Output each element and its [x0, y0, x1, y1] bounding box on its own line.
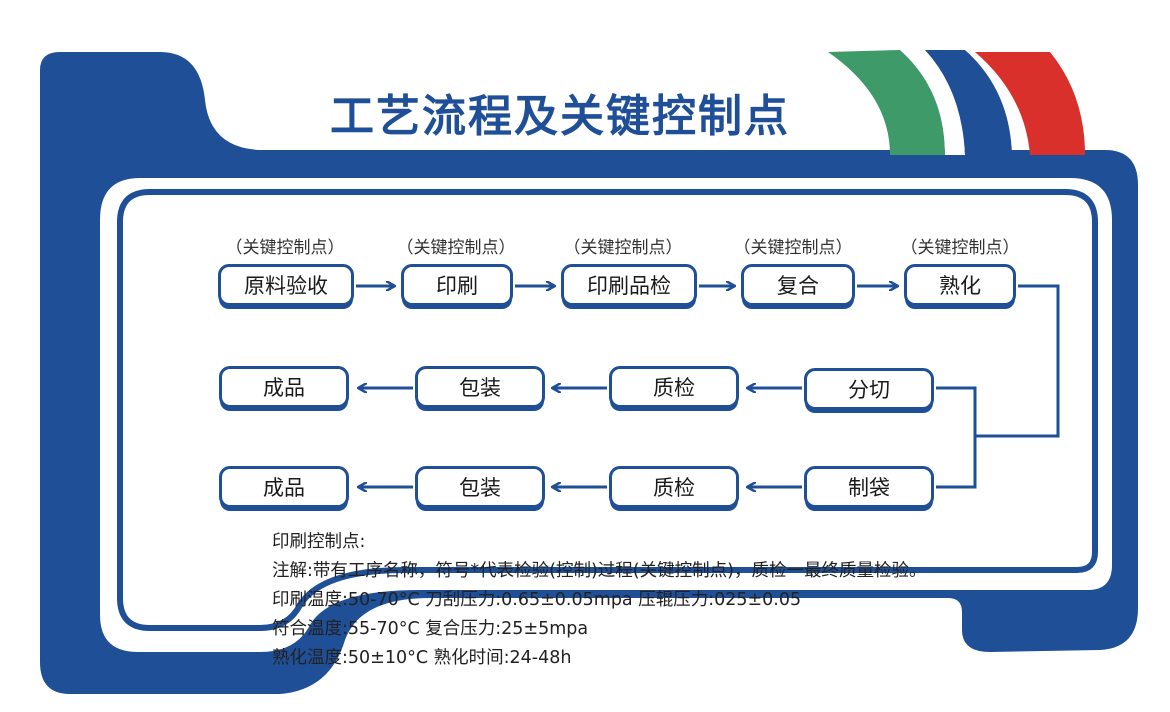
control-point-label: （关键控制点）: [225, 238, 345, 258]
process-node-print-inspection: 印刷品检: [561, 264, 697, 306]
process-node-finished-product: 成品: [219, 366, 349, 408]
notes-line: 符合温度:55-70°C 复合压力:25±5mpa: [272, 619, 589, 639]
process-node-packaging: 包装: [415, 366, 545, 408]
control-point-label: （关键控制点）: [563, 238, 683, 258]
notes-line: 注解:带有工序名称，符号*代表检验(控制)过程(关键控制点)，质检一最终质量检验…: [272, 561, 927, 581]
control-point-label: （关键控制点）: [733, 238, 853, 258]
process-node-lamination: 复合: [741, 264, 855, 306]
blue-ribbon: [925, 50, 1012, 155]
process-node-finished-product: 成品: [219, 466, 349, 508]
process-node-slitting: 分切: [804, 368, 934, 410]
process-node-curing: 熟化: [904, 264, 1016, 306]
green-ribbon: [828, 50, 945, 155]
process-node-bag-making: 制袋: [804, 466, 934, 508]
inner-border-line: [117, 189, 1098, 631]
process-node-raw-material-inspection: 原料验收: [218, 264, 354, 306]
control-point-label: （关键控制点）: [900, 238, 1020, 258]
page-title: 工艺流程及关键控制点: [330, 91, 790, 142]
process-node-quality-check: 质检: [609, 466, 739, 508]
notes-line: 印刷温度:50-70°C 刀刮压力:0.65±0.05mpa 压辊压力:025±…: [272, 590, 802, 610]
notes-line: 熟化温度:50±10°C 熟化时间:24-48h: [272, 648, 572, 668]
process-node-printing: 印刷: [401, 264, 513, 306]
notes-heading: 印刷控制点:: [272, 532, 366, 552]
process-node-quality-check: 质检: [609, 366, 739, 408]
process-notes: 印刷控制点: 注解:带有工序名称，符号*代表检验(控制)过程(关键控制点)，质检…: [272, 528, 926, 673]
red-ribbon: [975, 52, 1085, 155]
white-gap: [900, 50, 965, 155]
process-node-packaging: 包装: [415, 466, 545, 508]
control-point-label: （关键控制点）: [396, 238, 516, 258]
